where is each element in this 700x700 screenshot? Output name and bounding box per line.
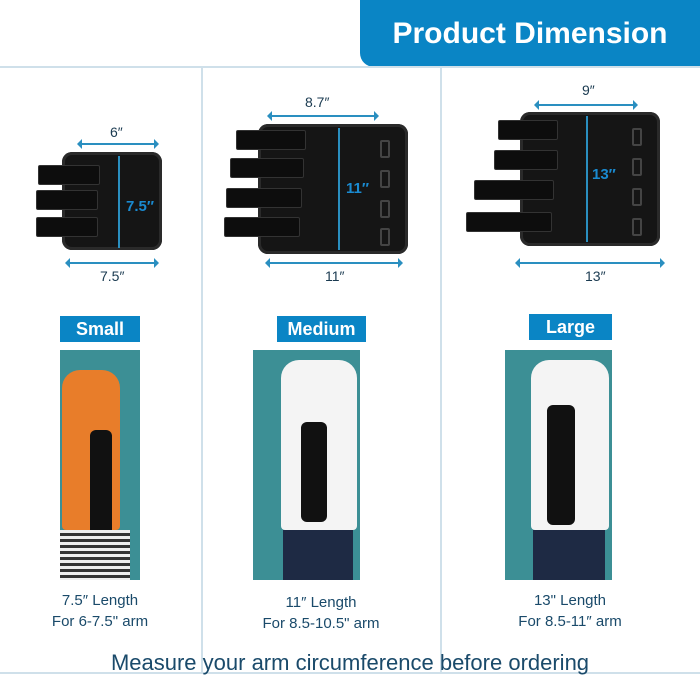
divider [440,67,442,673]
bottom-label: 11″ [325,268,345,284]
divider [201,67,203,673]
width-label: 6″ [110,124,123,140]
size-tag-medium: Medium [277,316,366,342]
bottom-label: 7.5″ [100,268,125,284]
length-caption: 11″ Length [285,594,357,611]
model-photo-medium [253,350,360,580]
size-tag-small: Small [60,316,140,342]
arm-caption: For 6-7.5" arm [51,613,149,630]
height-label: 13″ [592,166,616,183]
width-label: 8.7″ [305,94,330,110]
length-caption: 13" Length [533,592,607,609]
divider [0,672,700,674]
bottom-label: 13″ [585,268,606,284]
footer-note: Measure your arm circumference before or… [110,650,590,675]
height-label: 7.5″ [126,198,155,215]
arm-caption: For 8.5-10.5" arm [262,615,380,632]
page-title: Product Dimension [360,0,700,67]
length-caption: 7.5″ Length [61,592,139,609]
size-tag-large: Large [529,314,612,340]
width-label: 9″ [582,82,595,98]
model-photo-small [60,350,140,580]
width-arrow [77,139,159,149]
arm-caption: For 8.5-11″ arm [518,613,622,630]
divider [0,66,700,68]
height-label: 11″ [346,180,370,197]
model-photo-large [505,350,612,580]
